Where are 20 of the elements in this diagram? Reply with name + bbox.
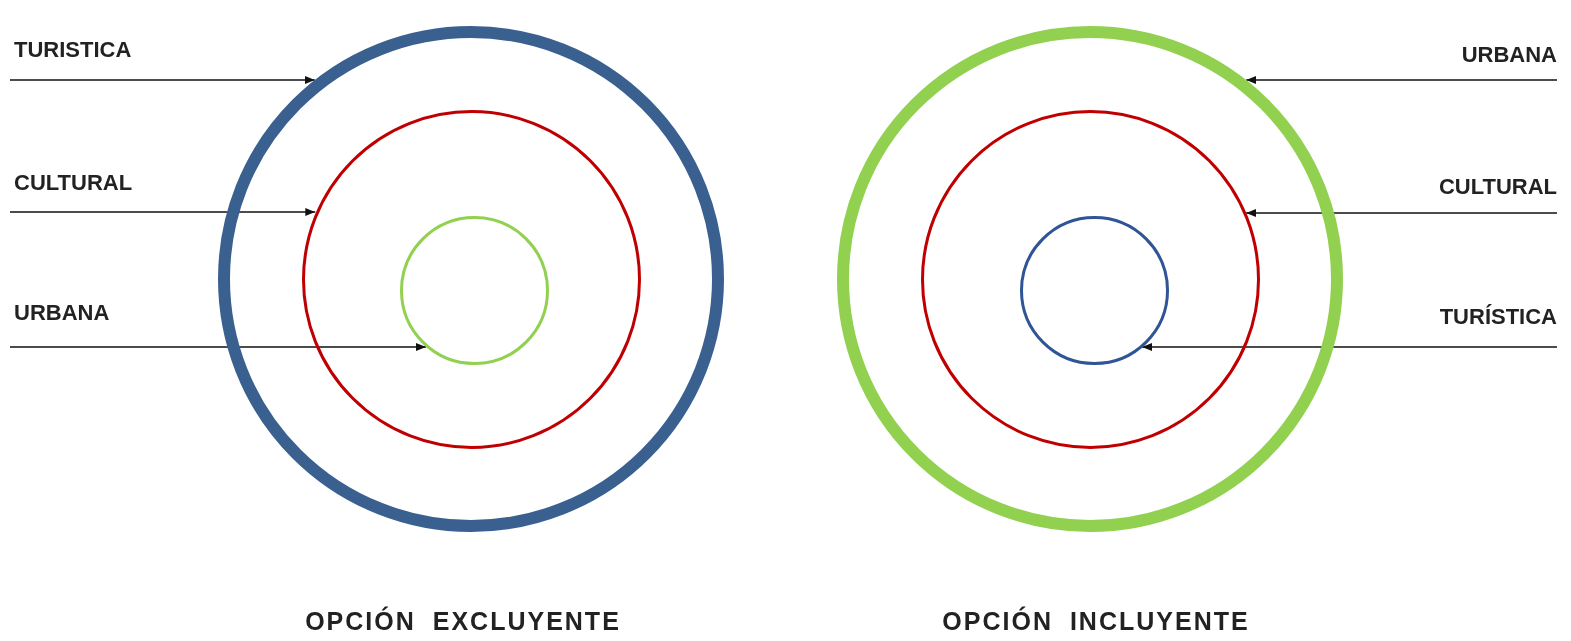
category-label: URBANA [14, 300, 110, 326]
arrow [1141, 343, 1558, 351]
category-label: TURÍSTICA [1439, 304, 1557, 330]
arrow [9, 343, 427, 351]
arrow [1245, 76, 1558, 84]
caption: OPCIÓN EXCLUYENTE [305, 607, 621, 636]
ring [837, 26, 1343, 532]
category-label: URBANA [1461, 42, 1557, 68]
arrow [1245, 209, 1558, 217]
ring [920, 109, 1260, 449]
ring [301, 109, 641, 449]
arrow [9, 208, 317, 216]
ring [1019, 215, 1169, 365]
ring [218, 26, 724, 532]
category-label: TURISTICA [14, 37, 132, 63]
category-label: CULTURAL [1438, 174, 1557, 200]
caption: OPCIÓN INCLUYENTE [942, 607, 1250, 636]
arrow [9, 76, 316, 84]
category-label: CULTURAL [14, 170, 133, 196]
ring [399, 215, 549, 365]
